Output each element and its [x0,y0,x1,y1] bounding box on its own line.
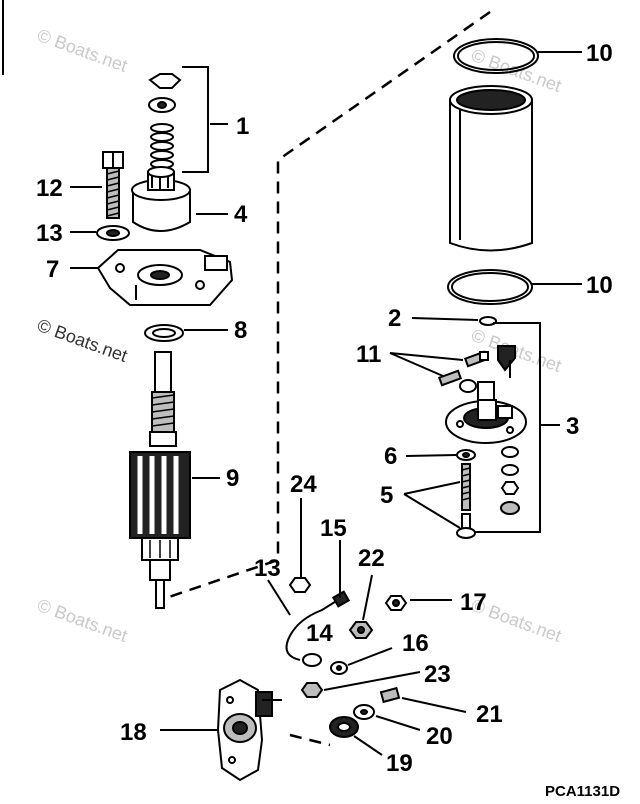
callout-18: 18 [120,719,147,746]
part-commutator-end-cap [216,678,282,782]
part-small-hardware-stack [500,446,520,515]
assembly-dashed-outline [159,10,491,602]
callout-4: 4 [234,201,248,228]
callout-8: 8 [234,317,247,344]
part-lockwasher-22 [348,621,374,639]
part-o-ring-top [453,38,539,74]
callout-23: 23 [424,661,451,688]
callout-10-top: 10 [586,40,613,67]
part-lockwasher-23 [300,682,324,698]
watermark-text: © Boats.net [35,595,130,646]
part-insulating-washer [456,449,476,461]
part-screw-21 [379,686,401,704]
part-bolt [102,151,124,219]
callout-21: 21 [476,701,503,728]
part-nut-19 [329,716,359,738]
callout-11: 11 [356,341,381,368]
callout-22: 22 [358,545,385,572]
callout-9: 9 [226,465,239,492]
part-drive-pinion [131,166,191,232]
callout-24: 24 [290,471,317,498]
part-brush-springs [437,345,516,401]
callout-17: 17 [460,589,487,616]
callout-20: 20 [426,723,453,750]
callout-13-lower: 13 [254,555,281,582]
callout-12: 12 [36,175,63,202]
part-brush-plate [445,322,541,533]
callout-1: 1 [236,113,249,140]
part-cable-assembly [285,577,351,667]
callout-15: 15 [320,515,347,542]
callout-19: 19 [386,750,413,777]
watermark-text: © Boats.net [35,315,130,366]
callout-5: 5 [380,482,393,509]
callout-14: 14 [306,620,333,647]
watermark-text: © Boats.net [469,325,564,376]
part-o-ring-bottom [447,269,533,305]
part-washer-20 [353,704,375,720]
drawing-code: PCA1131D [545,783,620,800]
callout-3: 3 [566,413,579,440]
callout-16: 16 [402,630,429,657]
callout-13-upper: 13 [36,220,63,247]
part-washer-16 [330,661,348,675]
callout-labels: 1 2 3 4 5 6 7 8 9 10 10 11 12 13 13 14 1… [36,40,613,777]
part-small-cap [479,316,497,326]
callout-2: 2 [388,305,401,332]
part-nut-17 [384,595,408,611]
lead-dashed-line [289,733,331,747]
part-nut-washer-spring [148,66,209,173]
part-thrust-washer [144,324,184,342]
part-field-frame [449,85,533,252]
part-drive-end-cap [96,249,234,306]
watermark-text: © Boats.net [35,25,130,76]
callout-7: 7 [46,256,59,283]
callout-10-bottom: 10 [586,272,613,299]
part-washer [96,225,130,241]
part-armature [129,351,191,609]
part-through-bolts [456,463,476,539]
leader-lines [70,51,582,756]
callout-6: 6 [384,443,397,470]
